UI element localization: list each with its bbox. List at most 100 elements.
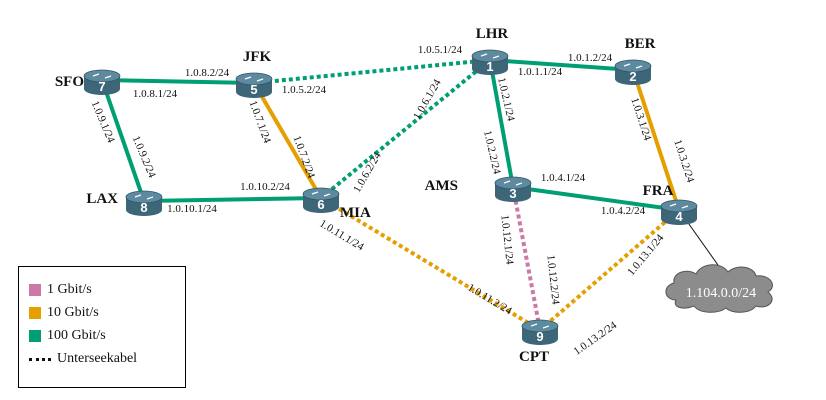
ip-label: 1.0.5.1/24 <box>418 44 463 56</box>
legend-label: 10 Gbit/s <box>47 305 99 320</box>
legend-swatch-10gbit <box>29 307 41 319</box>
link-8-6 <box>143 196 322 203</box>
router-icon <box>84 83 120 95</box>
router-ber[interactable]: 2 BER <box>614 36 656 85</box>
router-icon <box>494 176 532 190</box>
legend-swatch-1gbit <box>29 284 41 296</box>
ip-label: 1.0.7.2/24 <box>291 134 318 180</box>
legend-swatch-dashed <box>29 357 51 361</box>
ip-label: 1.0.1.1/24 <box>518 66 563 78</box>
legend-item-undersea: Unterseekabel <box>29 350 137 368</box>
router-arrows-icon <box>503 180 523 186</box>
router-icon <box>614 59 652 73</box>
router-icon <box>522 333 558 345</box>
ip-label: 1.0.11.2/24 <box>465 282 514 318</box>
router-icon <box>83 69 121 83</box>
router-arrows-icon <box>311 191 331 197</box>
ip-label: 1.0.13.1/24 <box>625 232 667 278</box>
router-ams[interactable]: 3 AMS <box>425 176 532 202</box>
router-name: CPT <box>519 349 549 365</box>
router-icon <box>521 319 559 333</box>
router-icon <box>236 86 272 98</box>
router-icon <box>660 199 698 213</box>
router-icon <box>303 201 339 213</box>
link-1-2 <box>489 58 634 72</box>
ip-label: 1.0.3.2/24 <box>671 138 696 184</box>
link-3-9 <box>511 186 542 331</box>
ip-label: 1.0.4.1/24 <box>541 172 586 184</box>
legend-label: Unterseekabel <box>57 351 138 366</box>
router-icon <box>302 187 340 201</box>
link-9-4 <box>538 208 681 332</box>
legend-item-100gbit: 100 Gbit/s <box>29 327 106 345</box>
router-icon <box>472 63 508 75</box>
router-number: 9 <box>536 329 543 344</box>
router-name: LAX <box>86 191 118 207</box>
router-arrows-icon <box>480 53 500 59</box>
router-jfk[interactable]: 5 JFK <box>235 49 273 98</box>
ip-label: 1.0.12.2/24 <box>544 254 561 305</box>
router-number: 8 <box>140 200 147 215</box>
legend-label: 1 Gbit/s <box>47 282 92 297</box>
router-icon <box>615 73 651 85</box>
router-arrows-icon <box>669 203 689 209</box>
cloud-layer: 1.104.0.0/24 <box>665 209 773 313</box>
link-6-9 <box>319 196 542 332</box>
router-arrows-icon <box>623 63 643 69</box>
router-arrows-icon <box>244 76 264 82</box>
router-name: JFK <box>243 49 272 65</box>
ip-label: 1.0.6.2/24 <box>351 150 384 195</box>
router-arrows-icon <box>92 73 112 79</box>
router-number: 2 <box>629 69 636 84</box>
router-arrows-icon <box>530 323 550 329</box>
legend-item-10gbit: 10 Gbit/s <box>29 304 99 322</box>
ip-label: 1.0.6.1/24 <box>411 77 444 122</box>
ip-label: 1.0.13.2/24 <box>571 319 619 358</box>
link-5-6 <box>252 81 323 200</box>
router-number: 6 <box>317 197 324 212</box>
link-6-1 <box>319 58 492 200</box>
ip-label: 1.0.5.2/24 <box>282 84 327 96</box>
router-lax[interactable]: 8 LAX <box>86 190 163 216</box>
ip-label: 1.0.10.1/24 <box>167 203 217 215</box>
legend-item-1gbit: 1 Gbit/s <box>29 281 92 299</box>
router-name: BER <box>625 36 656 52</box>
legend-swatch-100gbit <box>29 330 41 342</box>
link-3-4 <box>512 185 680 212</box>
router-name: AMS <box>425 178 458 194</box>
legend: 1 Gbit/s 10 Gbit/s 100 Gbit/s Unterseeka… <box>18 266 186 388</box>
router-icon <box>495 190 531 202</box>
cloud-label: 1.104.0.0/24 <box>686 286 756 301</box>
link-2-4 <box>631 69 681 211</box>
ip-label: 1.0.2.2/24 <box>481 129 503 175</box>
link-7-5 <box>101 78 255 85</box>
link-5-1 <box>253 58 491 85</box>
cloud-icon <box>665 264 773 313</box>
router-name: MIA <box>340 205 371 221</box>
router-name: FRA <box>643 183 674 199</box>
link-7-8 <box>100 79 146 202</box>
router-icon <box>125 190 163 204</box>
router-arrows-icon <box>134 194 154 200</box>
router-icon <box>471 49 509 63</box>
router-name: SFO <box>55 74 84 90</box>
link-1-3 <box>488 59 515 188</box>
router-number: 1 <box>486 59 493 74</box>
ip-label: 1.0.8.2/24 <box>185 67 230 79</box>
ip-label: 1.0.10.2/24 <box>240 181 290 193</box>
router-icon <box>661 213 697 225</box>
router-number: 3 <box>509 186 516 201</box>
links-layer <box>100 58 681 332</box>
router-number: 5 <box>250 82 257 97</box>
router-icon <box>235 72 273 86</box>
ip-label: 1.0.12.1/24 <box>498 214 515 265</box>
ip-label: 1.0.1.2/24 <box>568 52 613 64</box>
router-number: 4 <box>675 209 683 224</box>
